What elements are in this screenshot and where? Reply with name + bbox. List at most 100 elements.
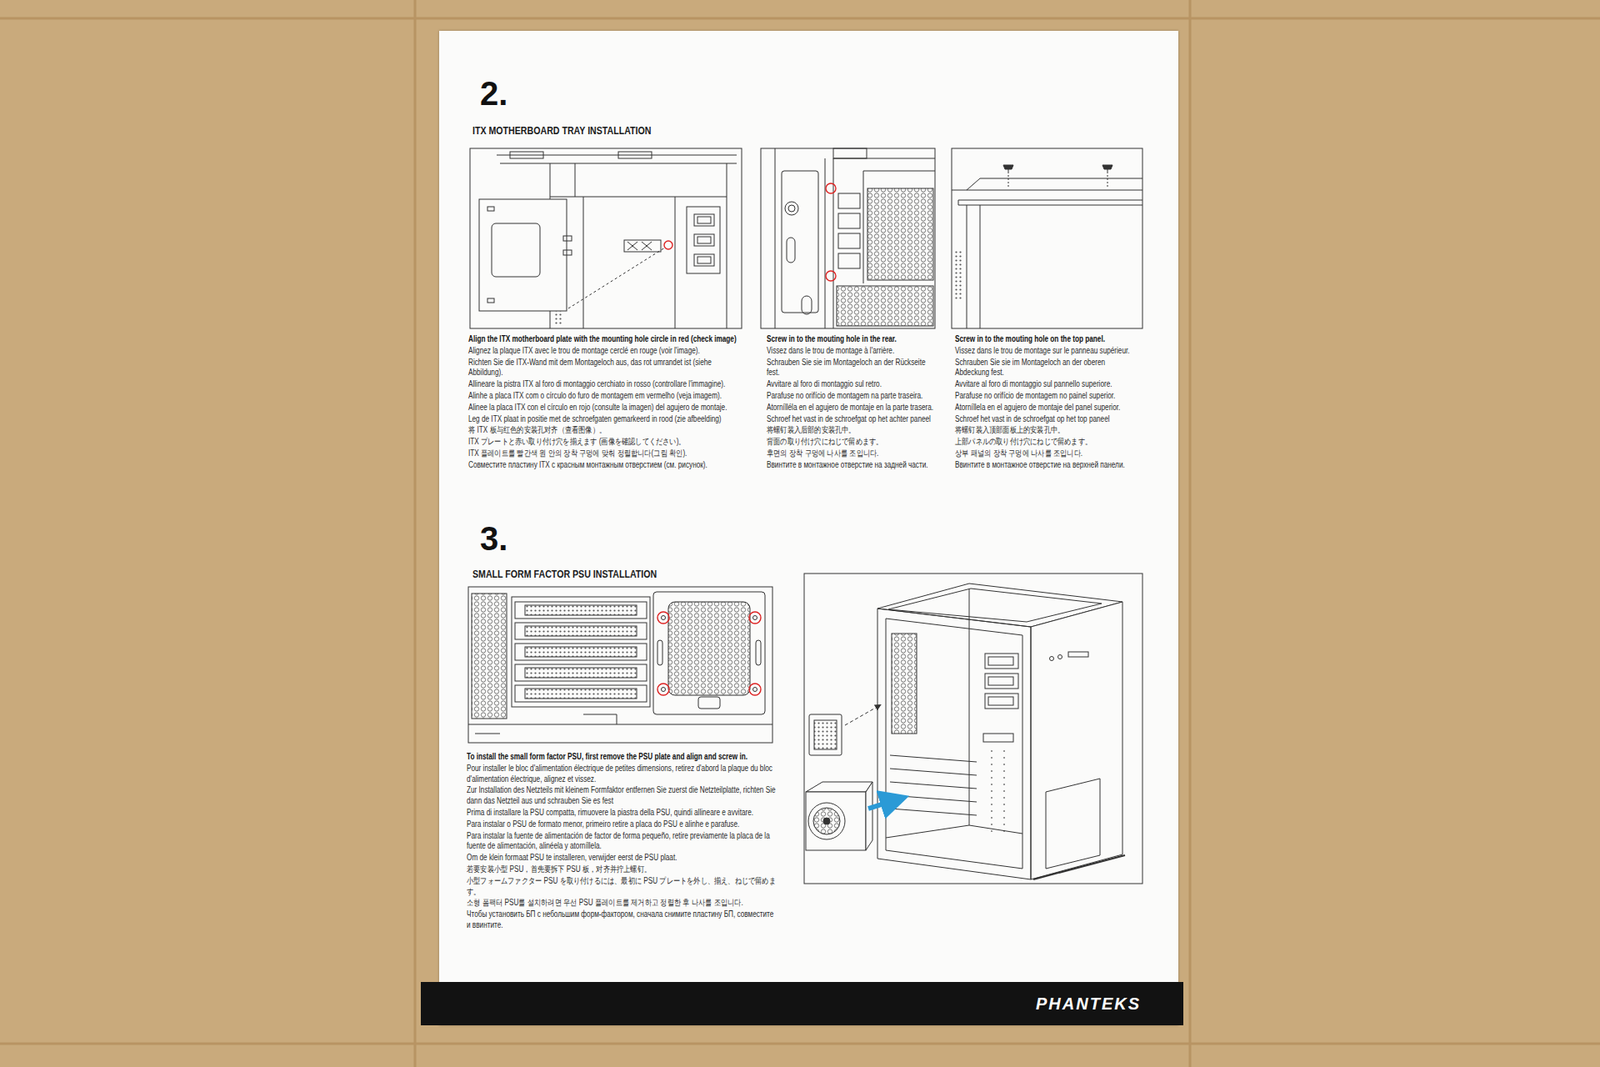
rear-screw-figure-part <box>788 205 795 212</box>
case-psu-figure-part <box>809 714 842 755</box>
psu-plate-figure-part <box>749 683 761 695</box>
psu-plate-figure-part <box>515 622 647 640</box>
instruction-text: Atornílléla en el agujero de montaje en … <box>766 402 935 414</box>
instruction-text: Parafuse no orifício de montagem na part… <box>766 390 935 402</box>
psu-plate-figure-part <box>515 643 647 660</box>
case-psu-figure-part <box>877 608 1031 880</box>
itx-plate-figure-part <box>627 241 652 250</box>
rear-screw-figure-part <box>838 253 860 269</box>
case-psu-figure-part <box>814 720 837 750</box>
instruction-text: Совместите пластину ITX с красным монтаж… <box>468 460 740 471</box>
rear-screw-figure-part <box>786 237 795 263</box>
case-psu-figure-part <box>985 673 1019 689</box>
case-psu-figure-part <box>805 791 866 850</box>
instruction-heading: Screw in to the mouting hole on the top … <box>955 334 1140 345</box>
itx-plate-figure-part <box>487 298 495 303</box>
top-screw-figure-part <box>955 250 964 300</box>
instruction-text: Pour installer le bloc d'alimentation él… <box>466 763 777 785</box>
instruction-text: Schroef het vast in de schroefgat op het… <box>766 414 935 425</box>
case-psu-figure-part <box>991 750 1005 834</box>
instruction-text: Alinhe a placa ITX com o círculo do furo… <box>468 390 740 402</box>
case-psu-figure-part <box>1058 655 1063 660</box>
case-psu-figure-part <box>808 802 845 840</box>
text-column: Screw in to the mouting hole on the top … <box>955 334 1140 472</box>
psu-plate-figure-part <box>525 646 637 657</box>
itx-plate-figure-part <box>487 206 495 211</box>
case-psu-figure-part <box>891 633 917 734</box>
psu-plate-figure-part <box>753 615 758 620</box>
rear-screw-figure-part <box>775 148 935 329</box>
rear-screw-figure-part <box>838 233 860 249</box>
rear-screw-figure <box>760 148 935 329</box>
itx-plate-figure-part <box>664 240 673 250</box>
text-column: SMALL FORM FACTOR PSU INSTALLATION <box>472 568 827 581</box>
instruction-text: ITX 플레이트를 빨간색 원 안의 장착 구멍에 맞춰 정렬합니다(그림 확인… <box>468 448 740 460</box>
rear-screw-figure-part <box>781 170 819 313</box>
case-psu-figure-part <box>885 588 1023 838</box>
psu-plate-figure-part <box>698 696 720 709</box>
instruction-text: 背面の取り付け穴にねじで留めます。 <box>766 436 935 448</box>
instruction-heading: Screw in to the mouting hole in the rear… <box>766 334 935 345</box>
instruction-text: Alinee la placa ITX con el círculo en ro… <box>468 402 740 414</box>
instruction-text: Schrauben Sie sie im Montageloch an der … <box>766 357 935 380</box>
psu-plate-figure-part <box>468 586 773 743</box>
itx-plate-figure-part <box>686 206 720 274</box>
instruction-text: Leg de ITX plaat in positie met de schro… <box>468 414 740 425</box>
instruction-text: Schrauben Sie sie im Montageloch an der … <box>955 357 1140 380</box>
case-psu-figure-part <box>988 656 1014 665</box>
instruction-text: Ввинтите в монтажное отверстие на верхне… <box>955 460 1140 471</box>
psu-plate-figure-part <box>755 640 761 665</box>
case-psu-figure-part <box>1030 601 1123 880</box>
instruction-text: 将螺钉装入顶部面板上的安装孔中。 <box>955 425 1140 436</box>
top-screw-figure-part <box>951 178 1143 329</box>
case-psu-figure-part <box>1033 855 1125 880</box>
case-psu-figure-part <box>890 755 977 815</box>
instruction-text: 若要安装小型 PSU，首先要拆下 PSU 板，对齐并拧上螺钉。 <box>466 864 777 875</box>
instruction-text: Prima di installare la PSU compatta, rim… <box>466 807 777 819</box>
instruction-heading: Align the ITX motherboard plate with the… <box>468 334 740 345</box>
psu-plate-figure-part <box>668 601 750 695</box>
psu-plate-figure-part <box>515 601 647 619</box>
section-heading: ITX MOTHERBOARD TRAY INSTALLATION <box>472 125 827 138</box>
rear-screw-figure-part <box>838 193 860 209</box>
instruction-text: 上部パネルの取り付け穴にねじで留めます。 <box>955 436 1140 448</box>
psu-plate-figure-part <box>525 605 637 615</box>
instruction-text: Ввинтите в монтажное отверстие на задней… <box>766 460 935 471</box>
instruction-text: Avvitare al foro di montaggio sul pannel… <box>955 379 1140 390</box>
case-psu-figure-part <box>868 800 895 809</box>
instruction-text: Para instalar la fuente de alimentación … <box>466 830 777 853</box>
step-number: 2. <box>480 75 580 112</box>
case-psu-figure-part <box>804 573 1143 884</box>
case-psu-figure-part <box>988 696 1014 705</box>
instruction-heading: To install the small form factor PSU, fi… <box>466 751 777 763</box>
psu-plate-figure-part <box>525 625 637 636</box>
psu-plate-figure-part <box>653 591 765 715</box>
instruction-text: 후면의 장착 구멍에 나사를 조입니다. <box>766 448 935 460</box>
instruction-text: 小型フォームファクター PSU を取り付けるには、最初に PSU プレートを外し… <box>466 875 777 898</box>
case-psu-figure-part <box>985 693 1019 709</box>
itx-plate-figure-part <box>563 235 572 241</box>
itx-plate-figure-part <box>491 223 540 277</box>
case-psu-figure-part <box>988 676 1014 685</box>
psu-plate-figure-part <box>525 688 637 699</box>
psu-plate-figure-part <box>511 596 650 707</box>
itx-plate-figure-part <box>697 256 711 264</box>
instruction-text: ITX プレートと赤い取り付け穴を揃えます (画像を確認してください)。 <box>468 436 740 448</box>
instruction-text: Richten Sie die ITX-Wand mit dem Montage… <box>468 357 740 380</box>
text-column: To install the small form factor PSU, fi… <box>466 751 777 932</box>
psu-plate-figure-part <box>657 683 670 695</box>
rear-screw-figure-part <box>825 270 836 281</box>
itx-plate-figure-part <box>470 148 742 329</box>
psu-plate-figure-part <box>525 667 637 678</box>
top-screw-figure-part <box>1003 165 1014 174</box>
psu-plate-figure-part <box>657 640 663 665</box>
instruction-text: Чтобы установить БП с небольшим форм-фак… <box>466 909 777 931</box>
psu-plate-figure-part <box>471 593 507 719</box>
instruction-text: Vissez dans le trou de montage sur le pa… <box>955 345 1140 357</box>
case-psu-figure-part <box>813 807 840 835</box>
itx-plate-figure-part <box>694 254 715 266</box>
rear-screw-figure-part <box>825 183 836 194</box>
